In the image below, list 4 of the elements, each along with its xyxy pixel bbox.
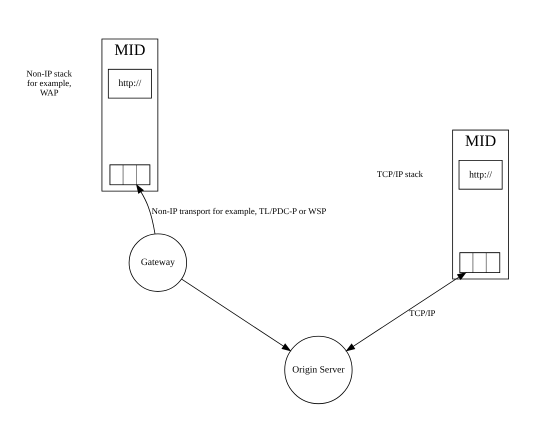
node-label: Non-IP stack for example, WAP bbox=[26, 68, 72, 98]
edge-label: TCP/IP bbox=[409, 308, 436, 318]
node-label: TCP/IP stack bbox=[376, 169, 424, 180]
edge-label: Non-IP transport for example, TL/PDC-P or WSP bbox=[152, 206, 326, 216]
